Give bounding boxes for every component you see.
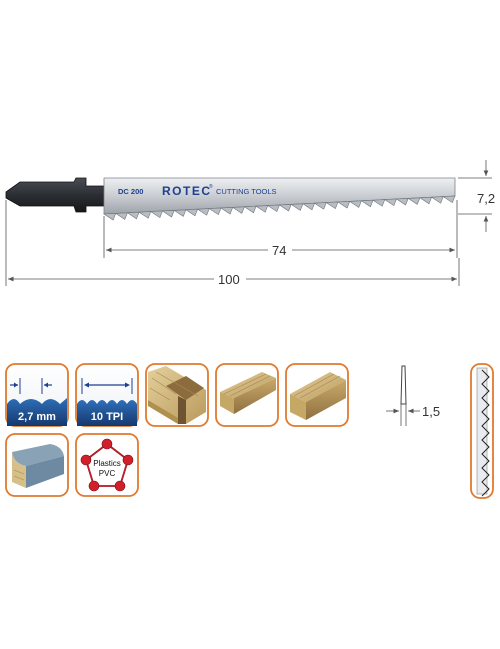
tile-wood-joint [145,363,209,427]
brand-tagline: CUTTING TOOLS [216,187,277,196]
height-value: 7,2 [477,191,495,206]
blade-model: DC 200 [118,187,143,196]
thickness-value: 1,5 [422,404,440,419]
material-label-line2: PVC [99,469,116,478]
tile-tooth-pitch: 2,7 mm [5,363,69,427]
tooth-pitch-label: 2,7 mm [18,411,56,423]
tooth-pitch-icon [7,378,67,426]
tpi-icon [77,378,137,426]
wood-plank-icon [290,372,346,420]
blade-body [103,177,456,215]
plastics-pvc-icon [80,438,134,492]
curved-board-icon [12,444,64,488]
tile-tpi: 10 TPI [75,363,139,427]
registered-mark: ® [209,183,213,190]
cutting-length-value: 74 [272,243,286,258]
side-teeth [481,369,490,497]
wood-joint-icon [148,366,206,424]
cutting-length-dimension: 74 [103,200,458,258]
tpi-label: 10 TPI [91,411,123,423]
wood-plank-icon [220,372,276,414]
height-dimension: 7,2 [458,160,495,232]
total-length-dimension: 100 [5,200,460,287]
material-label-line1: Plastics [93,459,121,468]
blade-profile [400,365,407,405]
brand-logo: ROTEC [162,184,212,198]
tile-wood-plank-2 [285,363,349,427]
tooth-side-profile [470,363,494,499]
tile-plastics-pvc: Plastics PVC [75,433,139,497]
blade-shank [5,177,105,213]
blade-teeth [103,195,456,221]
thickness-diagram: 1,5 [386,365,440,426]
tile-wood-plank-1 [215,363,279,427]
total-length-value: 100 [218,272,240,287]
tile-curved-board [5,433,69,497]
blade-tooth-row [103,195,456,221]
jigsaw-blade: DC 200 ROTEC ® CUTTING TOOLS [5,177,456,221]
